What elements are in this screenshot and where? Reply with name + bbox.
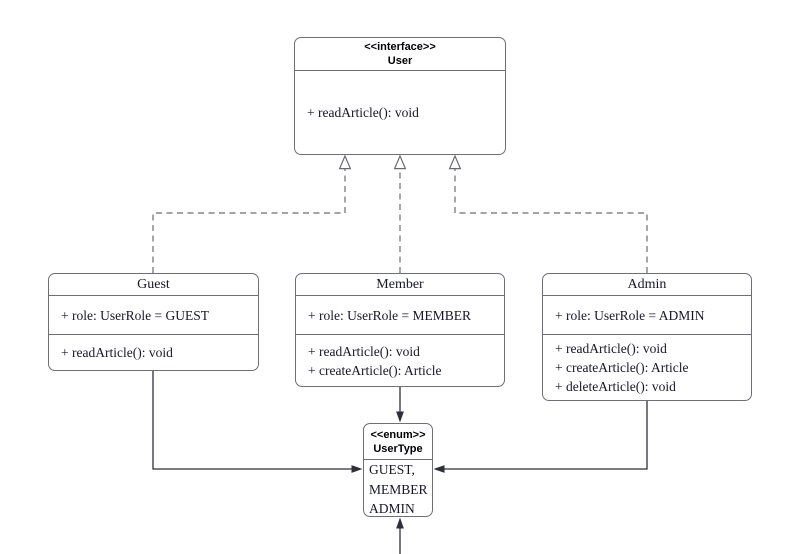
interface-stereotype: <<interface>> — [364, 41, 436, 53]
enum-usertype-box: <<enum>> UserType GUEST, MEMBER ADMIN — [363, 423, 433, 517]
enum-header: <<enum>> UserType — [364, 424, 432, 459]
association-arrowhead-icon — [351, 465, 363, 473]
class-method: + readArticle(): void — [555, 341, 667, 356]
class-attribute: + role: UserRole = GUEST — [61, 307, 209, 323]
enum-value: ADMIN — [369, 501, 415, 516]
class-attributes: + role: UserRole = GUEST — [49, 295, 258, 334]
class-title: Member — [376, 276, 424, 292]
class-method: + createArticle(): Article — [555, 360, 689, 375]
realization-arrowhead-icon — [448, 154, 462, 170]
class-guest-box: Guest + role: UserRole = GUEST + readArt… — [48, 273, 259, 371]
class-methods: + readArticle(): void + createArticle():… — [296, 334, 504, 386]
class-methods: + readArticle(): void — [49, 334, 258, 370]
class-method: + readArticle(): void — [61, 345, 173, 360]
interface-header: <<interface>> User — [295, 38, 505, 70]
class-member-box: Member + role: UserRole = MEMBER + readA… — [295, 273, 505, 387]
realization-arrowhead-icon — [393, 154, 407, 170]
class-title: Admin — [627, 276, 667, 292]
enum-name: UserType — [373, 442, 423, 455]
class-method: + readArticle(): void — [308, 343, 420, 359]
enum-value: GUEST, — [369, 462, 415, 477]
enum-values: GUEST, MEMBER ADMIN — [364, 459, 432, 519]
interface-methods: + readArticle(): void — [295, 70, 505, 154]
interface-name: User — [387, 55, 413, 67]
association-line-admin-usertype — [444, 401, 648, 470]
class-attribute: + role: UserRole = MEMBER — [308, 307, 471, 323]
class-title: Guest — [137, 276, 170, 292]
enum-value: MEMBER — [369, 481, 428, 497]
realization-arrowhead-icon — [338, 154, 352, 170]
class-method: + createArticle(): Article — [308, 362, 442, 378]
association-arrowhead-icon — [396, 517, 404, 529]
association-line-guest-usertype — [152, 371, 352, 470]
class-attributes: + role: UserRole = ADMIN — [543, 295, 751, 334]
association-arrowhead-icon — [396, 411, 404, 423]
class-method: + deleteArticle(): void — [555, 379, 676, 394]
enum-stereotype: <<enum>> — [370, 428, 426, 441]
class-attributes: + role: UserRole = MEMBER — [296, 295, 504, 334]
class-admin-box: Admin + role: UserRole = ADMIN + readArt… — [542, 273, 752, 401]
realization-line-admin-user — [454, 169, 648, 273]
interface-user-box: <<interface>> User + readArticle(): void — [294, 37, 506, 155]
realization-line-guest-user — [152, 169, 346, 273]
class-method: + readArticle(): void — [307, 105, 419, 120]
class-attribute: + role: UserRole = ADMIN — [555, 307, 705, 323]
association-arrowhead-icon — [433, 465, 445, 473]
class-methods: + readArticle(): void + createArticle():… — [543, 334, 751, 400]
